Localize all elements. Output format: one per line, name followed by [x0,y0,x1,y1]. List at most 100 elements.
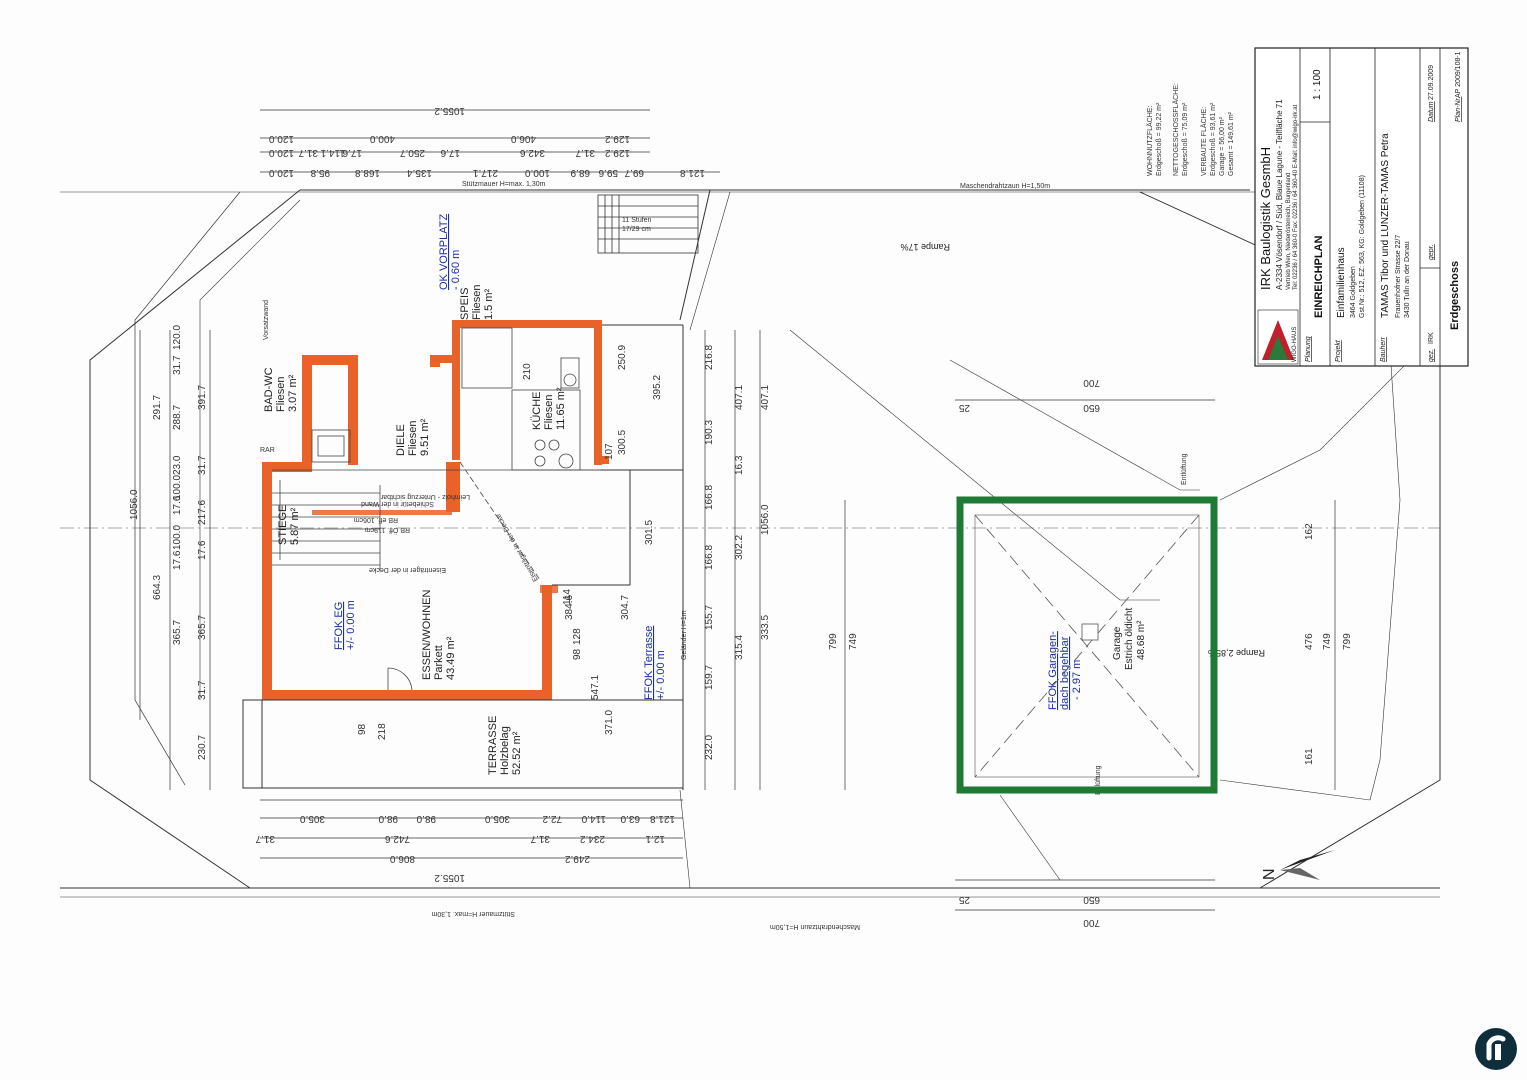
dim-bottom-r3-0: 305.0 [300,813,325,824]
dim-inner-5: 371.0 [604,710,615,735]
dim-top-r3-5: 100.0 [525,167,550,178]
level-ffok-eg-value: +/- 0.00 m [345,600,357,650]
dim-right-r1-1: 159.7 [704,665,715,690]
dim-inner-4: 304.7 [620,595,631,620]
dim-bottom-r3-6: 63.0 [620,813,640,824]
dim-top-r3-2: 168.8 [355,167,380,178]
dim-left-r2-1: 17.6 [172,550,183,570]
annotation-rar: RAR [260,447,275,454]
room-terrasse-name: TERRASSE [487,716,499,775]
app-logo-button[interactable] [1475,1028,1517,1070]
level-ffok-terrasse-value: +/- 0.00 m [655,650,667,700]
dimension-lines [139,109,1336,911]
dim-left-r3-3: 17.6 [197,540,208,560]
dim-top-r3-7: 59.6 [598,167,618,178]
dim-left-r2-4: 100.0 [172,475,183,500]
dim-inner-7: 384.6 [564,595,575,620]
dim-bottom-r3-1: 98.0 [378,813,398,824]
area-wohn-line: Erdgeschoß = 99,22 m² [1156,102,1163,176]
dimension-values: 1055.2 120.0 400.0 406.0 129.2 120.0 31.… [129,105,1353,928]
dim-top-r3-8: 69.7 [624,167,644,178]
dim-inner-2: 300.5 [617,430,628,455]
annotation-leimholz: Leimholz - Unterzug sichtbar [380,493,470,500]
dim-bottom-r3-3: 305.0 [485,813,510,824]
gez-value: IRK [1428,332,1435,344]
room-essen-floor: Parkett [433,645,445,680]
room-speis-name: SPEIS [459,288,471,320]
dim-right-r3-1: 407.1 [760,385,771,410]
kitchen-counter [511,389,581,471]
dim-top-r2-6: 342.6 [520,147,545,158]
annotation-stuetzmauer-top: Stützmauer H=max. 1,30m [462,181,546,188]
dim-bottom-r1-1: 249.2 [565,853,590,864]
datum-value: 27.09.2009 [1428,65,1435,100]
dim-right-r3-0: 333.5 [760,615,771,640]
gez-label: gez. [1428,349,1435,362]
north-label: N [1261,868,1278,880]
shower [311,429,351,463]
dim-left-r3-2: 365.7 [197,615,208,640]
level-ffok-terrasse: FFOK Terrasse [643,626,655,700]
garage-labels: Garage Estrich öldicht 48.68 m² [1112,608,1147,670]
room-terrasse-floor: Holzbelag [499,726,511,775]
level-ffok-garage: FFOK Garagen- [1047,631,1059,710]
plannr-label: Plan-Nr. [1455,97,1462,122]
dim-right-r2-1: 302.2 [734,535,745,560]
sheet-title: Erdgeschoss [1449,261,1461,330]
dim-left-r2-6: 288.7 [172,405,183,430]
north-arrow-icon: N [1261,850,1335,880]
company-contact-2: Tel: 02236 / 64 360-0 Fax: 02236 / 64 36… [1293,104,1299,290]
room-badwc-floor: Fliesen [275,377,287,412]
dim-top-r2-1: 31.7 [298,147,318,158]
room-labels: BAD-WC Fliesen 3.07 m² DIELE Fliesen 9.5… [263,285,567,775]
dim-inner-6: 547.1 [590,675,601,700]
dim-left-r2-5: 23.0 [172,455,183,475]
room-kueche-floor: Fliesen [543,395,555,430]
entrance-stairs [597,194,699,254]
bauherr-line-3: 3430 Tulln an der Donau [1404,241,1411,318]
dim-top-r2-8: 129.2 [605,147,630,158]
bauherr-value: TAMAS Tibor und LUNZER-TAMAS Petra [1380,133,1391,318]
dim-bottom-r3-4: 72.2 [542,813,562,824]
interior-fixtures [272,327,600,691]
room-garage-floor: Estrich öldicht [1124,608,1135,670]
dim-inner-3: 301.5 [644,520,655,545]
room-diele-area: 9.51 m² [419,418,431,456]
level-vorplatz-value: - 0.60 m [450,250,462,290]
dim-bottom-r3-7: 121.8 [650,813,675,824]
dim-bottom-r2-0: 31.7 [255,833,275,844]
dim-top-r3-3: 135.4 [407,167,432,178]
dim-left-r2-8: 120.0 [172,325,183,350]
projekt-line-3: Gst.Nr.: 512, EZ: 563, KG: Goldgeben (11… [1359,175,1366,318]
bauherr-label: Bauherr [1380,336,1387,362]
dim-inner-0: 250.9 [617,345,628,370]
level-vorplatz: OK VORPLATZ [438,214,450,290]
dim-top-r3-0: 120.0 [269,167,294,178]
dim-inner-14: 98 [357,723,368,735]
stair-steps-label: 11 Stufen [622,217,652,224]
dim-inner-10: 128 [572,628,583,645]
dim-right-r1-4: 166.8 [704,485,715,510]
dim-top-r1-2: 406.0 [511,133,536,144]
company-name: IRK Baulogistik GesmbH [1258,147,1273,290]
dim-left-overall: 1056.0 [129,489,140,520]
logo-text: WIGO-HAUS [1292,327,1298,362]
dim-right-r1-3: 166.8 [704,545,715,570]
annotation-belueftung: Belüftung [1095,765,1102,795]
dim-top-r1-0: 120.0 [269,133,294,144]
annotation-rampe-top: Rampe 17% [900,242,950,252]
dim-left-r1-1: 291.7 [152,395,163,420]
dim-garage-width-bottom: 700 [1083,917,1100,928]
interior-walls [312,510,558,593]
dim-left-r1-0: 664.3 [152,575,163,600]
dim-garage-height-right-2: 749 [1322,633,1333,650]
dim-bottom-r3-5: 114.0 [581,813,606,824]
dim-top-r3-6: 68.9 [570,167,590,178]
dim-bottom-r2-1: 742.6 [385,833,410,844]
dim-garage-inner-bottom: 650 [1083,894,1100,905]
dim-top-r2-2: 114.1 [320,147,345,158]
dim-left-r2-7: 31.7 [172,355,183,375]
level-labels: OK VORPLATZ - 0.60 m FFOK EG +/- 0.00 m … [333,214,1083,710]
dim-top-r2-7: 31.7 [575,147,595,158]
room-terrasse-area: 52.52 m² [511,731,523,775]
